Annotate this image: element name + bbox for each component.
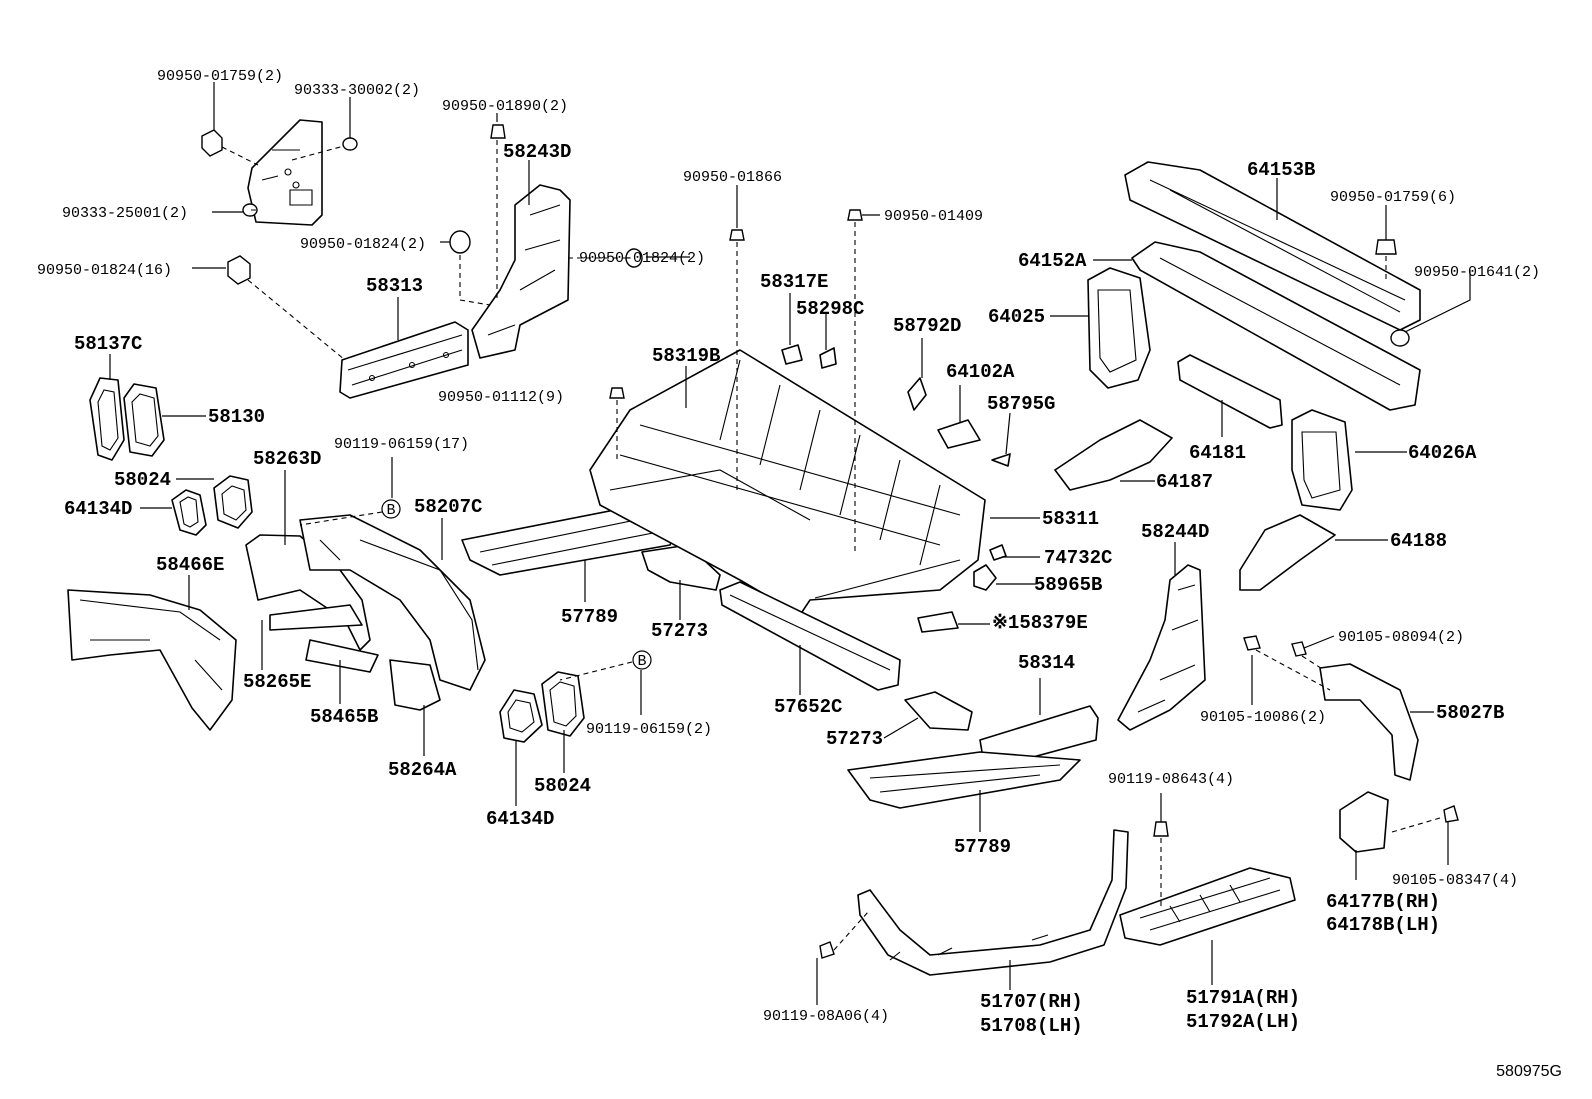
label-58265E: 58265E — [243, 671, 311, 693]
part-58466E-liner — [67, 589, 237, 731]
label-58244D: 58244D — [1141, 521, 1209, 543]
label-58313: 58313 — [366, 275, 423, 297]
label-90333-25001: 90333-25001(2) — [62, 205, 188, 222]
label-58024-a: 58024 — [114, 469, 171, 491]
label-64102A: 64102A — [946, 361, 1015, 383]
label-58024-b: 58024 — [534, 775, 591, 797]
label-58792D: 58792D — [893, 315, 961, 337]
part-57652C-rail — [719, 581, 901, 691]
label-90105-08094: 90105-08094(2) — [1338, 629, 1464, 646]
label-51708: 51708(LH) — [980, 1015, 1083, 1037]
label-64134D-a: 64134D — [64, 498, 132, 520]
label-90950-01641: 90950-01641(2) — [1414, 264, 1540, 281]
part-bracket-panel — [247, 119, 323, 226]
label-90950-01409: 90950-01409 — [884, 208, 983, 225]
part-58314-57789-lower — [847, 705, 1099, 809]
label-58379E: ※158379E — [992, 612, 1088, 634]
label-58965B: 58965B — [1034, 574, 1102, 596]
label-90105-08347: 90105-08347(4) — [1392, 872, 1518, 889]
ref-marker-b-1: B — [381, 499, 401, 519]
label-58466E: 58466E — [156, 554, 224, 576]
label-58130: 58130 — [208, 406, 265, 428]
label-90950-01759-2: 90950-01759(2) — [157, 68, 283, 85]
part-58243D-pillar — [449, 124, 643, 359]
label-90950-01890: 90950-01890(2) — [442, 98, 568, 115]
label-90333-30002: 90333-30002(2) — [294, 82, 420, 99]
label-58298C: 58298C — [796, 298, 864, 320]
label-58207C: 58207C — [414, 496, 482, 518]
label-90119-08A06: 90119-08A06(4) — [763, 1008, 889, 1025]
label-58243D: 58243D — [503, 141, 571, 163]
part-64025-bracket — [1087, 267, 1151, 389]
leader-lines — [109, 82, 1471, 1005]
label-58317E: 58317E — [760, 271, 828, 293]
part-64177B-bracket — [1339, 791, 1459, 853]
label-74732C: 74732C — [1044, 547, 1112, 569]
label-64177B: 64177B(RH) — [1326, 891, 1440, 913]
label-64026A: 64026A — [1408, 442, 1477, 464]
label-90950-01824-16: 90950-01824(16) — [37, 262, 172, 279]
part-51707-step-bracket — [819, 829, 1129, 976]
label-90105-10086: 90105-10086(2) — [1200, 709, 1326, 726]
part-gaskets-left — [171, 475, 253, 536]
label-90119-06159-2: 90119-06159(2) — [586, 721, 712, 738]
label-51792A: 51792A(LH) — [1186, 1011, 1300, 1033]
part-small-clips — [609, 209, 1011, 633]
label-64134D-b: 64134D — [486, 808, 554, 830]
part-64026A-bracket — [1291, 409, 1353, 511]
part-64181 — [1177, 354, 1283, 429]
part-58027B-brace — [1243, 635, 1419, 781]
part-labels: 90950-01759(2) 90333-30002(2) 90950-0189… — [37, 68, 1540, 1037]
label-64187: 64187 — [1156, 471, 1213, 493]
ref-marker-b-1-text: B — [386, 502, 395, 519]
label-90119-06159-17: 90119-06159(17) — [334, 436, 469, 453]
label-90119-08643: 90119-08643(4) — [1108, 771, 1234, 788]
part-gaskets-center — [499, 671, 585, 743]
label-51707: 51707(RH) — [980, 991, 1083, 1013]
label-90950-01866: 90950-01866 — [683, 169, 782, 186]
label-58795G: 58795G — [987, 393, 1055, 415]
label-58263D: 58263D — [253, 448, 321, 470]
part-seals-58137C-58130 — [89, 377, 165, 461]
label-58264A: 58264A — [388, 759, 457, 781]
label-64181: 64181 — [1189, 442, 1246, 464]
part-64187 — [1054, 419, 1173, 491]
label-64153B: 64153B — [1247, 159, 1315, 181]
label-57789-b: 57789 — [954, 836, 1011, 858]
label-58137C: 58137C — [74, 333, 142, 355]
label-57652C: 57652C — [774, 696, 842, 718]
label-58027B: 58027B — [1436, 702, 1504, 724]
part-51791A-step-pad — [1119, 821, 1296, 946]
label-64025: 64025 — [988, 306, 1045, 328]
part-58244D-pillar — [1117, 564, 1206, 731]
ref-marker-b-2: B — [632, 650, 652, 670]
label-58311: 58311 — [1042, 508, 1099, 530]
label-90950-01759-6: 90950-01759(6) — [1330, 189, 1456, 206]
label-51791A: 51791A(RH) — [1186, 987, 1300, 1009]
label-57273-b: 57273 — [826, 728, 883, 750]
ref-marker-b-2-text: B — [637, 653, 646, 670]
label-58314: 58314 — [1018, 652, 1075, 674]
label-90950-01824-a: 90950-01824(2) — [300, 236, 426, 253]
label-57273-a: 57273 — [651, 620, 708, 642]
part-wheelhouse — [245, 514, 486, 711]
label-90950-01112: 90950-01112(9) — [438, 389, 564, 406]
part-64153B-crossmember — [1124, 161, 1421, 411]
label-57789-a: 57789 — [561, 606, 618, 628]
label-58465B: 58465B — [310, 706, 378, 728]
label-58319B: 58319B — [652, 345, 720, 367]
part-58313-rail — [227, 255, 469, 399]
diagram-id: 580975G — [1496, 1063, 1562, 1080]
label-90950-01824-b: 90950-01824(2) — [579, 250, 705, 267]
label-64152A: 64152A — [1018, 250, 1087, 272]
label-64188: 64188 — [1390, 530, 1447, 552]
part-58311-floor-pan — [589, 349, 986, 616]
label-64178B: 64178B(LH) — [1326, 914, 1440, 936]
part-64188 — [1239, 514, 1336, 591]
